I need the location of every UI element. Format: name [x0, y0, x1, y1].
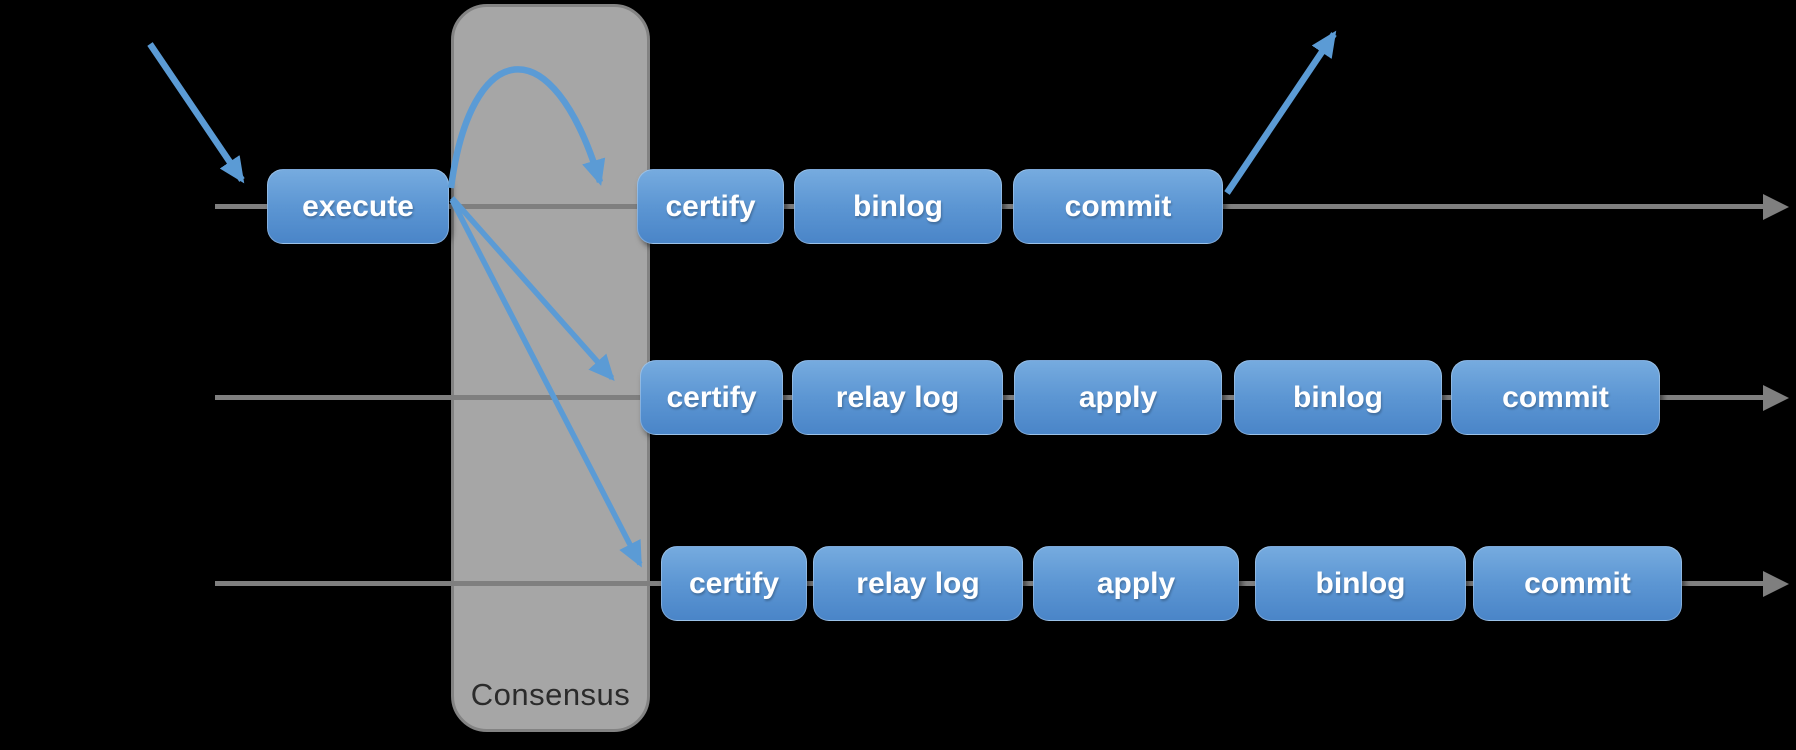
incoming-request-arrow — [147, 42, 245, 184]
consensus-label: Consensus — [470, 677, 631, 712]
apply-box: apply — [1014, 360, 1222, 435]
commit-box: commit — [1013, 169, 1223, 244]
certify-box: certify — [640, 360, 783, 435]
relay-log-box: relay log — [813, 546, 1023, 621]
outgoing-response-arrow — [1224, 30, 1337, 195]
certify-box: certify — [637, 169, 784, 244]
binlog-box: binlog — [794, 169, 1002, 244]
execute-box: execute — [267, 169, 449, 244]
commit-box: commit — [1473, 546, 1682, 621]
commit-box: commit — [1451, 360, 1660, 435]
apply-box: apply — [1033, 546, 1239, 621]
binlog-box: binlog — [1255, 546, 1466, 621]
right-arrowhead-icon — [1763, 193, 1789, 220]
relay-log-box: relay log — [792, 360, 1003, 435]
binlog-box: binlog — [1234, 360, 1442, 435]
consensus-region: Consensus — [451, 4, 650, 732]
right-arrowhead-icon — [1763, 384, 1789, 411]
right-arrowhead-icon — [1763, 570, 1789, 597]
certify-box: certify — [661, 546, 807, 621]
